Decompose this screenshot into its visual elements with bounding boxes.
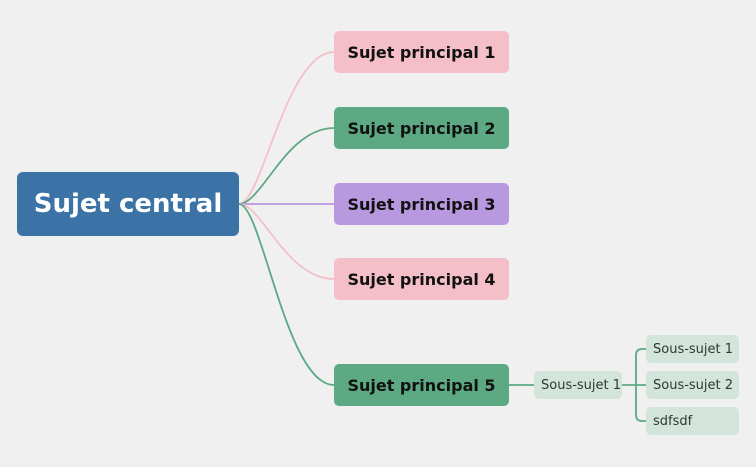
connector-main-5 [238,203,335,386]
main-topic-4-label: Sujet principal 4 [347,269,496,289]
main-topic-1[interactable]: Sujet principal 1 [334,31,509,73]
main-topic-4[interactable]: Sujet principal 4 [334,258,509,300]
main-topic-1-label: Sujet principal 1 [347,42,496,62]
subsubtopic-1[interactable]: Sous-sujet 1 [646,335,739,363]
central-topic[interactable]: Sujet central [17,172,239,236]
subtopic-1[interactable]: Sous-sujet 1 [534,371,622,399]
main-topic-5-label: Sujet principal 5 [347,375,496,395]
main-topic-2[interactable]: Sujet principal 2 [334,107,509,149]
subsubtopic-2-label: Sous-sujet 2 [653,377,734,393]
main-topic-3-label: Sujet principal 3 [347,194,496,214]
connector-subsub [622,348,646,422]
central-topic-label: Sujet central [33,189,223,219]
connector-main-4 [238,203,335,280]
subsubtopic-3-label: sdfsdf [653,413,693,429]
main-topic-3[interactable]: Sujet principal 3 [334,183,509,225]
subsubtopic-1-label: Sous-sujet 1 [653,341,734,357]
connector-main-2 [238,127,335,205]
subtopic-1-label: Sous-sujet 1 [541,377,622,393]
connector-main-1 [238,51,335,205]
subsubtopic-3[interactable]: sdfsdf [646,407,739,435]
subsubtopic-2[interactable]: Sous-sujet 2 [646,371,739,399]
main-topic-2-label: Sujet principal 2 [347,118,496,138]
main-topic-5[interactable]: Sujet principal 5 [334,364,509,406]
